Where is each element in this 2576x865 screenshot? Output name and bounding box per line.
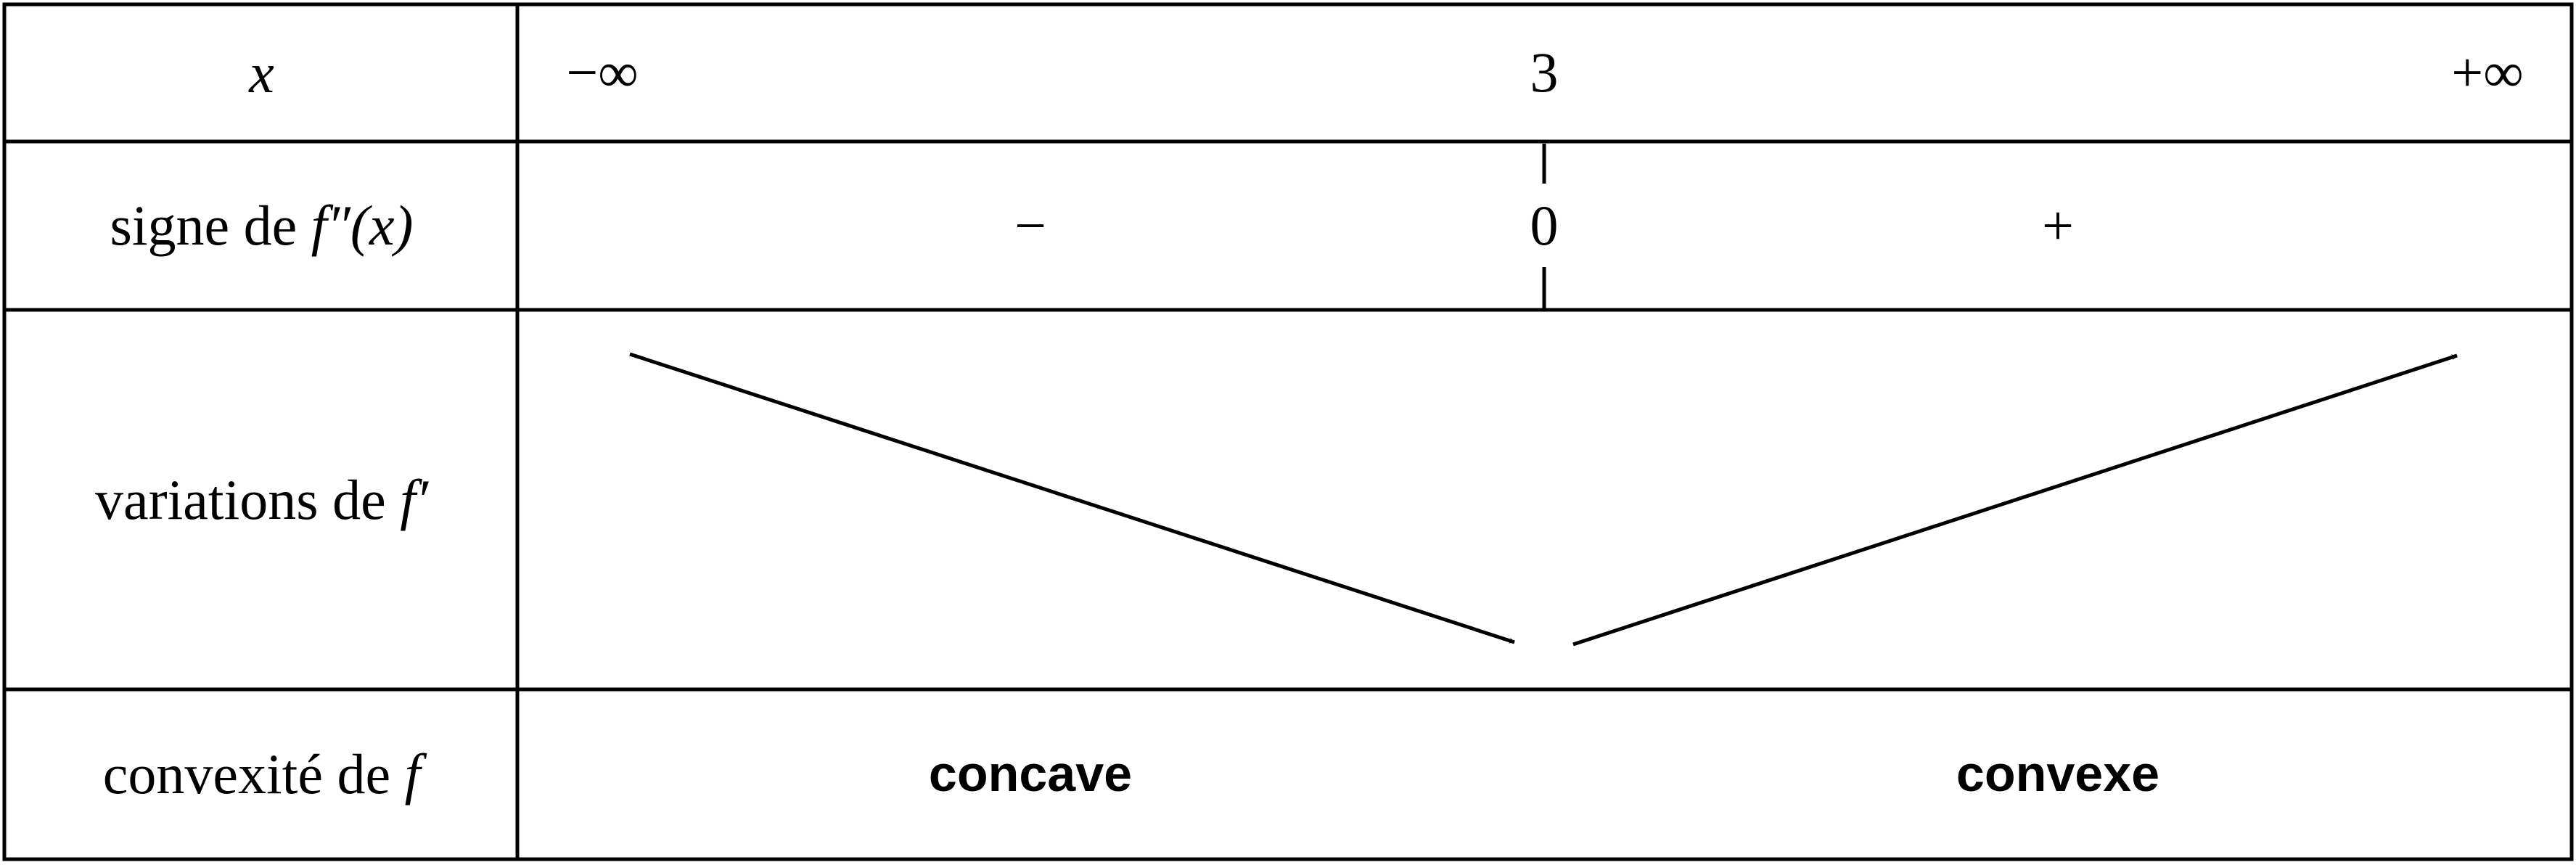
convexity-row-label: convexité de f [6,689,517,859]
variations-function: f′ [400,467,428,531]
convexity-concave: concave [928,745,1133,802]
second-derivative-row-label: signe de f″(x) [6,142,517,310]
convexity-convex: convexe [1956,745,2160,802]
second-derivative-label-prefix: signe de [110,194,298,257]
x-value-three: 3 [1530,41,1559,104]
x-value-plus-infinity: +∞ [2451,41,2524,104]
sign-negative: − [1014,194,1046,257]
convexity-function: f [404,742,421,805]
variations-label-prefix: variations de [95,467,386,531]
second-derivative-function: f″(x) [311,194,414,257]
x-row-label: x [6,4,517,142]
increasing-arrow [1572,353,2458,647]
variations-row-label: variations de f′ [6,310,517,689]
x-value-minus-infinity: −∞ [566,41,639,104]
decreasing-arrow [629,352,1515,644]
sign-zero: 0 [1530,194,1559,257]
convexity-label-prefix: convexité de [102,742,391,805]
sign-positive: + [2042,194,2074,257]
x-variable: x [249,41,274,104]
